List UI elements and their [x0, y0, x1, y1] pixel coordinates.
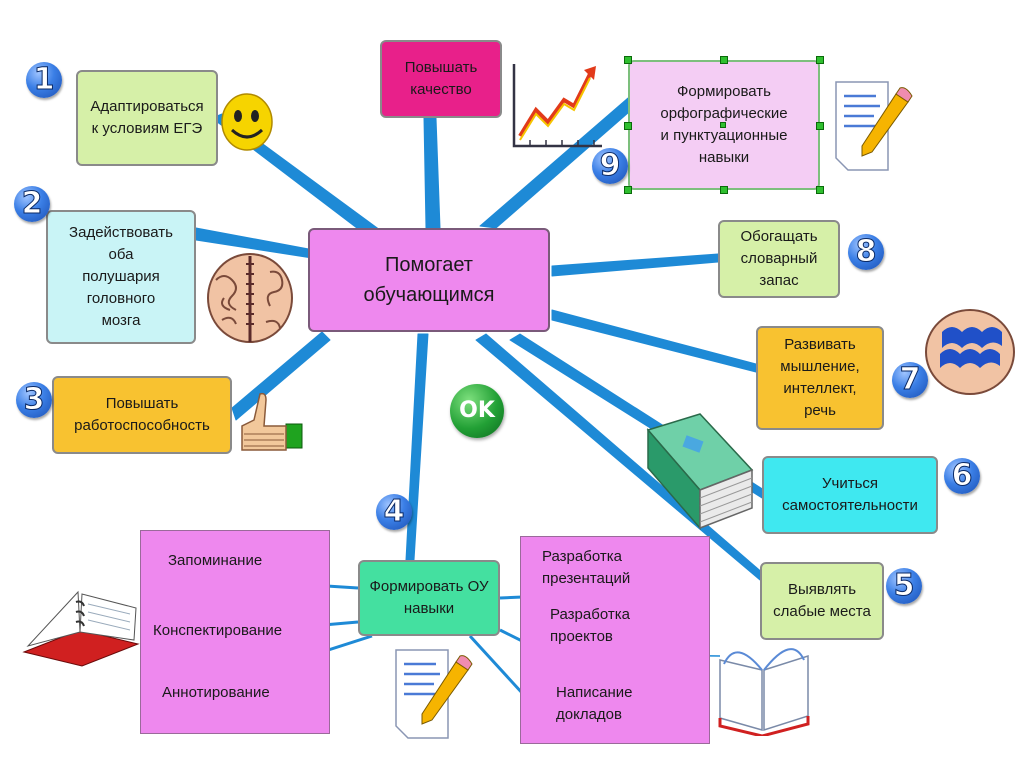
number-badge-5: 5 [886, 568, 922, 604]
growth-chart-icon [512, 64, 602, 148]
number-badge-8: 8 [848, 234, 884, 270]
number-badge-9: 9 [592, 148, 628, 184]
central-node[interactable]: Помогает обучающимся [308, 228, 550, 332]
wire-goal-8 [551, 253, 719, 277]
number-badge-2: 2 [14, 186, 50, 222]
resize-handle[interactable] [720, 56, 728, 64]
brain-icon [207, 253, 293, 343]
skill-presentations: Разработка презентаций [542, 548, 631, 587]
goal-box-4[interactable]: Формировать ОУ навыки [358, 560, 500, 636]
quality-box[interactable]: Повышать качество [380, 40, 502, 118]
resize-handle[interactable] [816, 186, 824, 194]
goal-box-6[interactable]: Учиться самостоятельности [762, 456, 938, 534]
skill-reports: Написание докладов [556, 684, 633, 723]
goal-box-1[interactable]: Адаптироваться к условиям ЕГЭ [76, 70, 218, 166]
goal-box-7[interactable]: Развивать мышление, интеллект, речь [756, 326, 884, 430]
right-skills-panel [520, 536, 710, 744]
notebook-icon [22, 590, 140, 667]
wire-goal-7 [551, 309, 757, 373]
skill-note-taking: Конспектирование [153, 622, 283, 639]
book-stack-icon [646, 413, 754, 531]
resize-handle[interactable] [816, 122, 824, 130]
resize-handle[interactable] [816, 56, 824, 64]
rotate-handle[interactable] [720, 122, 726, 128]
wire-goal-3 [231, 331, 331, 421]
number-badge-7: 7 [892, 362, 928, 398]
pencil-document-icon [835, 81, 913, 171]
smiley-icon [221, 93, 273, 151]
thumbs-up-icon [241, 392, 303, 451]
goal-box-2[interactable]: Задействовать оба полушария головного мо… [46, 210, 196, 344]
resize-handle[interactable] [720, 186, 728, 194]
number-badge-4: 4 [376, 494, 412, 530]
number-badge-3: 3 [16, 382, 52, 418]
goal-box-5[interactable]: Выявлять слабые места [760, 562, 884, 640]
open-book-icon [718, 648, 810, 736]
skill-memorization: Запоминание [168, 552, 263, 569]
number-badge-1: 1 [26, 62, 62, 98]
resize-handle[interactable] [624, 186, 632, 194]
skill-annotating: Аннотирование [162, 684, 270, 701]
goal-box-3[interactable]: Повышать работоспособность [52, 376, 232, 454]
skill-projects: Разработка проектов [550, 606, 630, 645]
resize-handle[interactable] [624, 122, 632, 130]
ok-badge: OK [450, 384, 504, 438]
wire-quality [423, 117, 441, 229]
brain-pattern-icon [925, 309, 1015, 395]
resize-handle[interactable] [624, 56, 632, 64]
wire-goal-4 [405, 333, 429, 561]
number-badge-6: 6 [944, 458, 980, 494]
left-skills-panel [140, 530, 330, 734]
pencil-document-icon [395, 649, 473, 739]
goal-box-8[interactable]: Обогащать словарный запас [718, 220, 840, 298]
